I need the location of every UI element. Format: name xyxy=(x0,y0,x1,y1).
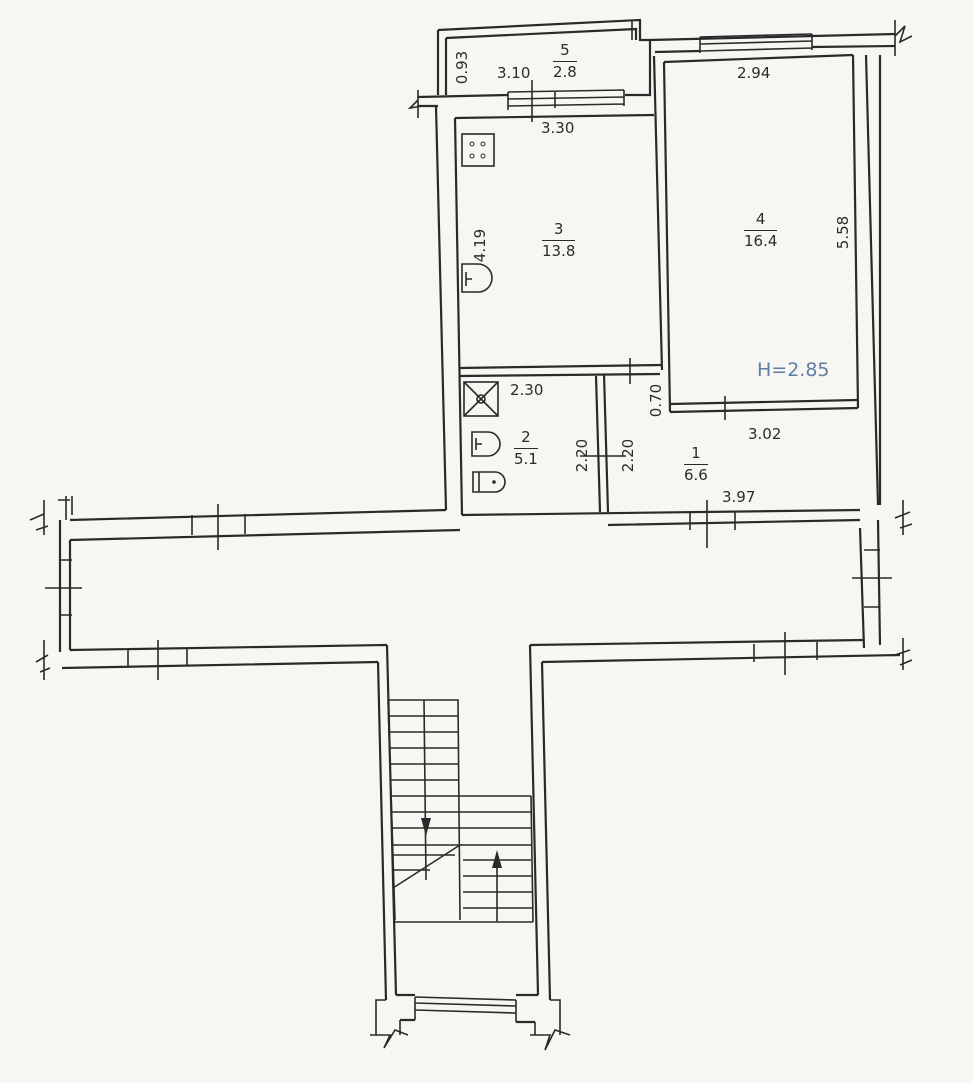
room-1-label: 1 6.6 xyxy=(684,444,708,485)
room-area: 16.4 xyxy=(744,232,778,251)
balcony-outline xyxy=(436,18,652,97)
down-arrow-icon xyxy=(421,818,431,836)
dim-hall-length: 2.20 xyxy=(619,438,638,473)
dim-balcony-width: 3.10 xyxy=(497,64,531,82)
washbasin-icon xyxy=(471,431,501,457)
dim-bath-length: 2.20 xyxy=(573,438,592,473)
dim-room4-width-top: 2.94 xyxy=(737,64,771,82)
dim-hall-width: 3.97 xyxy=(722,488,756,506)
dim-closet-depth: 0.70 xyxy=(647,383,666,418)
dim-room4-width-bottom: 3.02 xyxy=(748,425,782,443)
room-number: 3 xyxy=(542,220,576,242)
stairwell-walls xyxy=(370,644,571,1051)
shower-drain-icon xyxy=(463,381,499,417)
toilet-icon xyxy=(472,471,506,493)
ceiling-height-label: H=2.85 xyxy=(757,359,830,381)
dim-room4-length: 5.58 xyxy=(834,215,853,250)
kitchen-walls xyxy=(407,53,882,516)
room-5-label: 5 2.8 xyxy=(553,41,577,82)
room-number: 4 xyxy=(744,210,778,232)
room-area: 6.6 xyxy=(684,466,708,485)
sink-icon xyxy=(461,263,493,293)
stove-icon xyxy=(461,133,495,167)
interior-partitions xyxy=(459,358,861,517)
dim-kitchen-width: 3.30 xyxy=(541,119,575,137)
room-number: 5 xyxy=(553,41,577,63)
dim-bath-width: 2.30 xyxy=(510,381,544,399)
room-3-label: 3 13.8 xyxy=(542,220,576,261)
corridor-walls xyxy=(29,496,913,680)
room-area: 2.8 xyxy=(553,63,577,82)
room-4-label: 4 16.4 xyxy=(744,210,778,251)
room-area: 13.8 xyxy=(542,242,576,261)
dim-kitchen-length: 4.19 xyxy=(471,228,490,263)
up-arrow-icon xyxy=(492,850,502,868)
dim-balcony-depth: 0.93 xyxy=(453,50,472,85)
exterior-wall-top xyxy=(649,20,913,56)
room-area: 5.1 xyxy=(514,450,538,469)
room-number: 1 xyxy=(684,444,708,466)
stair-steps xyxy=(387,699,534,923)
room-2-label: 2 5.1 xyxy=(514,428,538,469)
room-number: 2 xyxy=(514,428,538,450)
balcony-door xyxy=(507,80,625,122)
